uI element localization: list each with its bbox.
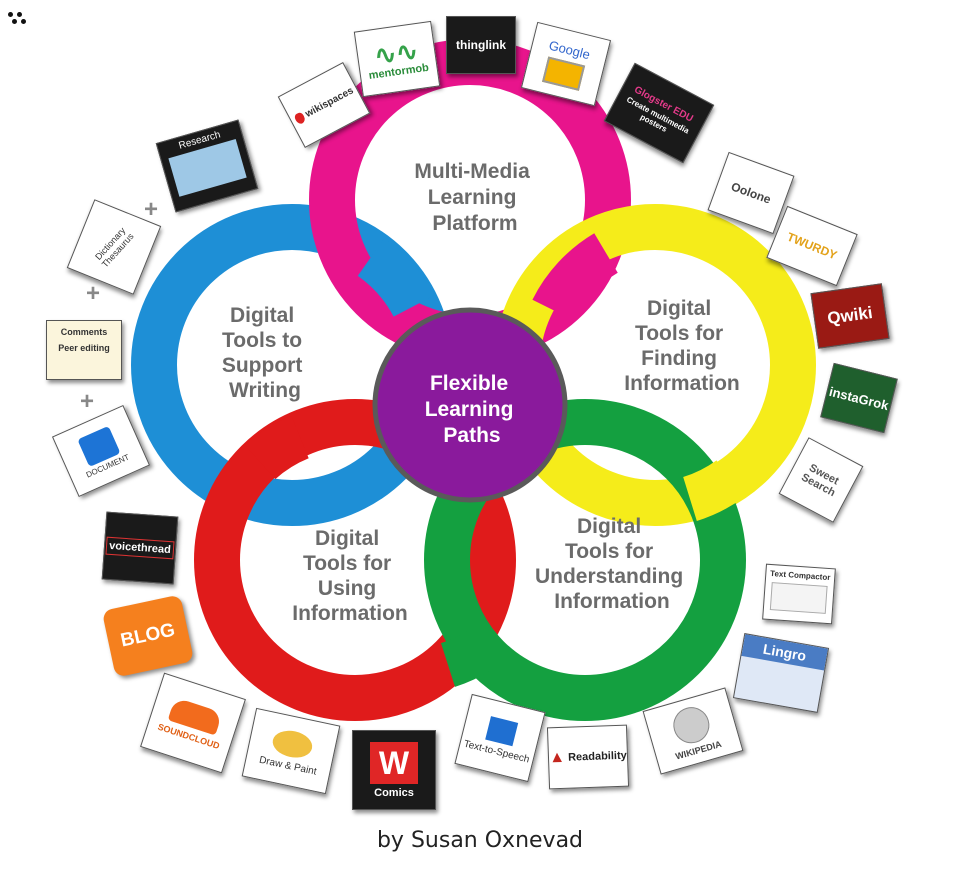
label-using: Digital Tools for Using Information [292,527,408,625]
comics-w-icon: W [370,741,418,784]
plus-sign: + [144,196,159,223]
label-writing: Digital Tools to Support Writing [222,304,308,402]
tile-thinglink[interactable]: thinglink [446,16,516,74]
presentation-icon [542,56,586,91]
tile-voicethread[interactable]: voicethread [101,511,179,585]
tile-mentormob[interactable]: ∿∿ mentormob [353,20,441,98]
ring-using [194,399,516,721]
tile-textcompactor[interactable]: Text Compactor [762,563,836,625]
tile-qwiki[interactable]: Qwiki [810,283,890,349]
ring-understanding [424,399,746,721]
textbox-icon [769,582,828,614]
label-finding: Digital Tools for Finding Information [624,297,740,395]
label-multimedia: Multi-Media Learning Platform [414,160,535,235]
plus-sign: + [80,388,95,415]
tile-comics[interactable]: W Comics [352,730,436,810]
readability-icon: ▲ [548,748,566,767]
wikispaces-icon [292,111,306,126]
tile-comments[interactable]: Comments Peer editing [46,320,122,380]
label-center: Flexible Learning Paths [425,372,520,447]
paint-palette-icon [270,726,315,761]
tile-readability[interactable]: ▲ Readability [546,724,630,790]
credit-text: by Susan Oxnevad [376,828,584,853]
wikipedia-globe-icon [668,702,714,748]
speech-icon [485,715,519,746]
plus-sign: + [86,280,101,307]
label-understanding: Digital Tools for Understanding Informat… [535,515,689,613]
center-circle [372,307,568,503]
